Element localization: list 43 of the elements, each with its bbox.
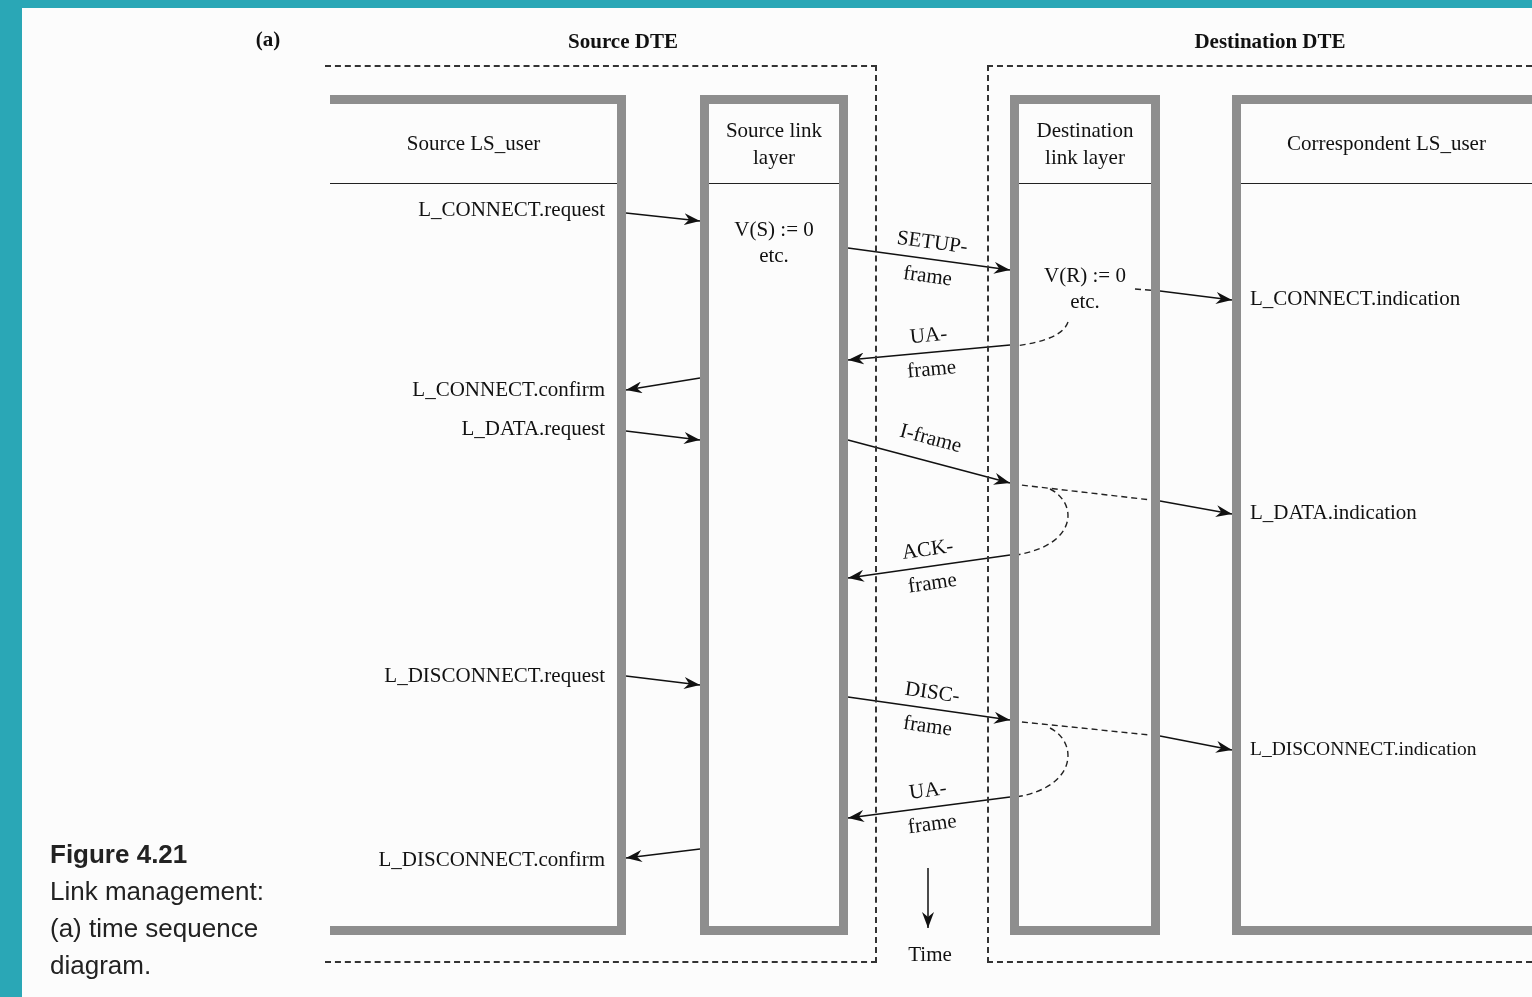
- edge-label: SETUP- frame: [894, 224, 970, 293]
- lifeline-column: [1232, 95, 1532, 935]
- arrow: [625, 377, 701, 394]
- column-header: Correspondent LS_user: [1241, 104, 1532, 184]
- edge-label: DISC- frame: [900, 674, 962, 742]
- arrow: [847, 344, 1011, 365]
- group-heading: Destination DTE: [1194, 29, 1346, 54]
- edge-label: I-frame: [897, 418, 965, 459]
- arrow: [847, 796, 1011, 822]
- arrow: [1159, 735, 1233, 753]
- edge-label: UA- frame: [905, 774, 959, 841]
- axis-label: Time: [908, 942, 952, 968]
- lifeline-column: [1010, 95, 1160, 935]
- state-note: V(S) := 0 etc.: [733, 216, 815, 269]
- edge-label: UA- frame: [905, 320, 958, 385]
- arrow: [625, 430, 701, 444]
- edge-label: L_DISCONNECT.request: [384, 663, 605, 689]
- arrow: [847, 696, 1011, 724]
- edge-label: L_CONNECT.request: [418, 197, 605, 223]
- column-header: Destination link layer: [1019, 104, 1151, 184]
- arrow: [847, 554, 1011, 582]
- arrow: [847, 247, 1011, 274]
- edge-label: ACK- frame: [899, 532, 960, 600]
- arrow: [847, 439, 1011, 485]
- edge-label: L_CONNECT.confirm: [412, 377, 605, 403]
- group-heading: Source DTE: [568, 29, 678, 54]
- edge-label: L_CONNECT.indication: [1250, 286, 1461, 312]
- edge-label: L_DISCONNECT.indication: [1250, 737, 1477, 761]
- arrow: [625, 212, 701, 226]
- column-header: Source LS_user: [330, 104, 617, 184]
- arrow: [625, 675, 701, 689]
- panel-label: (a): [255, 27, 281, 53]
- lifeline-column: [700, 95, 848, 935]
- lifeline-column: [330, 95, 626, 935]
- arrow: [625, 848, 701, 862]
- state-note: V(R) := 0 etc.: [1043, 262, 1127, 315]
- edge-label: L_DATA.request: [461, 416, 605, 442]
- arrow: [1159, 290, 1233, 304]
- edge-label: L_DISCONNECT.confirm: [378, 847, 605, 873]
- arrow: [1159, 500, 1233, 518]
- column-header: Source link layer: [709, 104, 839, 184]
- edge-label: L_DATA.indication: [1250, 500, 1417, 526]
- figure-caption: Figure 4.21 Link management: (a) time sequence diagram.: [50, 838, 265, 982]
